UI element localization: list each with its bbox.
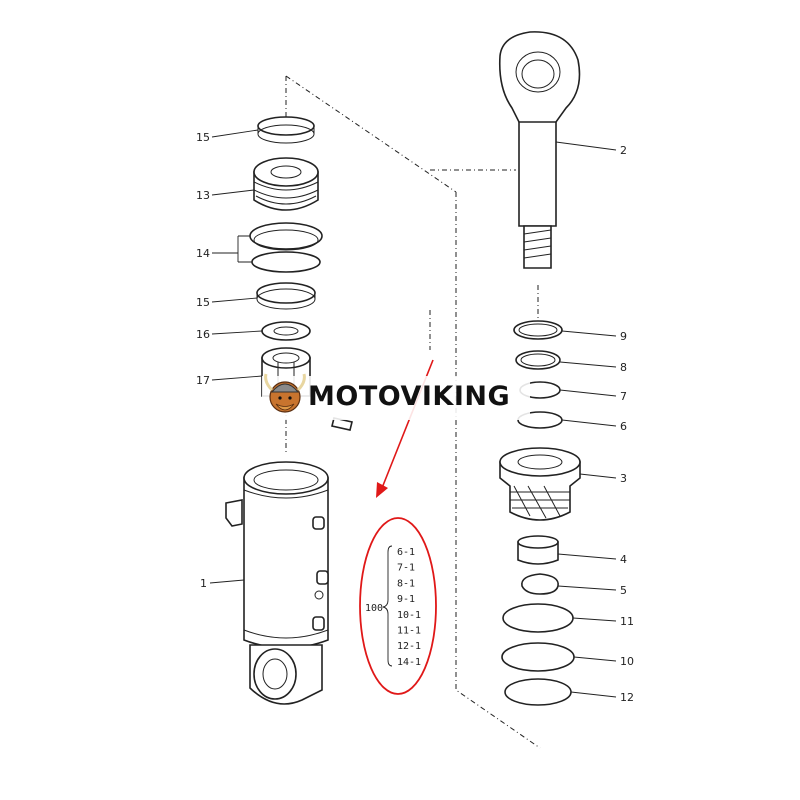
watermark-text: MOTOVIKING: [308, 381, 511, 412]
callout-15-lower: 15: [196, 296, 210, 309]
part-13-piston: [253, 157, 319, 211]
callout-2: 2: [620, 144, 627, 157]
callout-11: 11: [620, 615, 634, 628]
seal-kit-item: 7-1: [397, 563, 415, 574]
part-15-lower-ring: [256, 282, 316, 310]
viking-head-icon: [264, 373, 306, 413]
seal-kit-items: 6-1 7-1 8-1 9-1 10-1 11-1 12-1 14-1: [397, 547, 421, 668]
seal-kit-group: 100 6-1 7-1 8-1 9-1 10-1 11-1 12-1 14-1: [359, 359, 437, 695]
callout-12: 12: [620, 691, 634, 704]
part-9-ring: [513, 320, 563, 340]
callout-10: 10: [620, 655, 634, 668]
seal-kit-number: 100: [365, 603, 383, 614]
callout-9: 9: [620, 330, 627, 343]
seal-kit-item: 10-1: [397, 610, 421, 621]
callout-14: 14: [196, 247, 210, 260]
red-arrow-head: [376, 482, 388, 498]
part-4-bushing: [517, 535, 559, 565]
watermark-band: [262, 376, 530, 420]
callout-13: 13: [196, 189, 210, 202]
part-3-rod-guide: [499, 447, 581, 521]
seal-kit-item: 9-1: [397, 594, 415, 605]
callout-4: 4: [620, 553, 627, 566]
callout-8: 8: [620, 361, 627, 374]
callout-17: 17: [196, 374, 210, 387]
leader-lines: [209, 129, 617, 698]
callout-6: 6: [620, 420, 627, 433]
seal-kit-item: 11-1: [397, 626, 421, 637]
small-set-screw: [331, 417, 353, 431]
callout-7: 7: [620, 390, 627, 403]
callout-16: 16: [196, 328, 210, 341]
callout-3: 3: [620, 472, 627, 485]
callout-1: 1: [200, 577, 207, 590]
callout-labels: 15 13 14 15 16 17 1 2 9 8 7 6 3 4 5 11 1…: [196, 131, 634, 704]
seal-kit-item: 14-1: [397, 657, 421, 668]
assembly-guide-lines: [285, 75, 541, 749]
callout-15-upper: 15: [196, 131, 210, 144]
part-2-piston-rod: [498, 31, 581, 269]
part-15-upper-ring: [257, 116, 315, 144]
part-1-cylinder-tube: [225, 461, 329, 705]
red-highlight-circle: [359, 517, 437, 695]
part-8-ring: [515, 350, 561, 370]
seal-kit-item: 8-1: [397, 578, 415, 589]
seal-kit-item: 6-1: [397, 547, 415, 558]
seal-kit-item: 12-1: [397, 641, 421, 652]
callout-5: 5: [620, 584, 627, 597]
